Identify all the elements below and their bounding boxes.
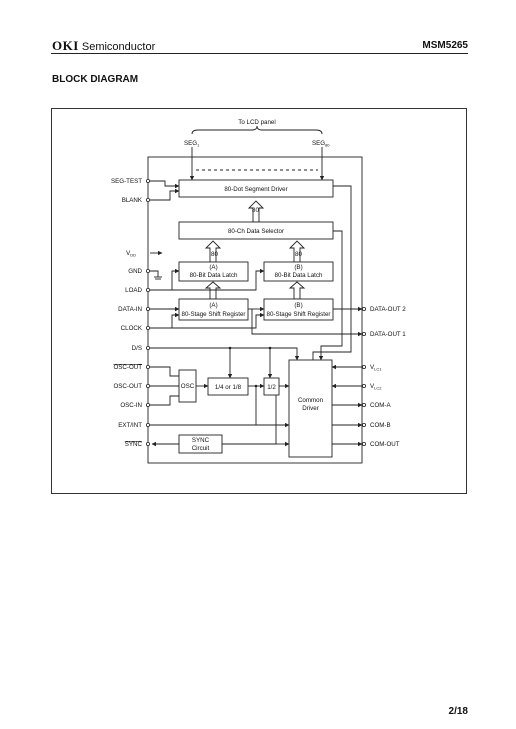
pin-clock: CLOCK [121, 325, 143, 332]
seg-first-label: SEG1 [184, 140, 200, 148]
pin-load: LOAD [125, 287, 142, 294]
osc-label: OSC [181, 383, 195, 390]
sync-circuit-line2: Circuit [192, 445, 210, 452]
common-driver-line2: Driver [302, 405, 319, 412]
page-number: 2/18 [448, 706, 468, 717]
pin-data-out-1: DATA-OUT 1 [370, 331, 406, 338]
pin-data-out-2: DATA-OUT 2 [370, 306, 406, 313]
section-title: BLOCK DIAGRAM [52, 74, 139, 85]
pin-vdd: VDD [126, 250, 136, 258]
seg-last-label: SEG80 [312, 140, 330, 148]
right-pin-labels: DATA-OUT 2 DATA-OUT 1 VLC1 VLC2 COM-A CO… [370, 306, 406, 448]
pin-seg-test: SEG-TEST [111, 178, 142, 185]
pin-gnd: GND [128, 268, 142, 275]
pin-com-b: COM-B [370, 422, 391, 429]
data-selector-block [178, 221, 334, 240]
half-divider-label: 1/2 [267, 384, 276, 391]
shift-b-line1: (B) [294, 302, 302, 309]
pin-vlc1: VLC1 [370, 364, 382, 372]
brand-suffix: Semiconductor [81, 41, 156, 53]
bus-arrow-shift-b [288, 281, 306, 300]
header-brand: OKI Semiconductor [52, 38, 155, 54]
header-divider [51, 53, 468, 54]
pin-vlc2: VLC2 [370, 383, 382, 391]
right-pin-terminals [361, 306, 366, 446]
latch-b-line1: (B) [294, 264, 302, 271]
segment-driver-block [178, 179, 334, 198]
bus-80-b-label: 80 [295, 251, 302, 258]
common-driver-line1: Common [298, 397, 324, 404]
pin-osc-out-bar: OSC-OUT [113, 364, 142, 371]
pin-com-out: COM-OUT [370, 441, 400, 448]
pin-ds: D/S [132, 345, 142, 352]
bus-arrow-top [247, 200, 265, 223]
pin-osc-out: OSC-OUT [113, 383, 142, 390]
latch-a-line1: (A) [209, 264, 217, 271]
bus-80-top-label: 80 [252, 207, 259, 214]
wiring [150, 180, 363, 447]
sync-circuit-line1: SYNC [192, 437, 210, 444]
pin-data-in: DATA-IN [118, 306, 142, 313]
left-pin-terminals [145, 178, 150, 446]
pin-sync: SYNC [125, 441, 143, 448]
latch-b-line2: 80-Bit Data Latch [275, 272, 323, 279]
bus-arrow-a [204, 240, 222, 263]
left-pin-labels: SEG-TEST BLANK VDD GND LOAD DATA-IN CLOC… [111, 178, 143, 448]
data-selector-label: 80-Ch Data Selector [228, 228, 284, 235]
divider-label: 1/4 or 1/8 [215, 384, 242, 391]
shift-a-line2: 80-Stage Shift Register [182, 311, 246, 318]
common-driver-block [288, 359, 333, 458]
panel-brace [191, 125, 323, 135]
shift-a-line1: (A) [209, 302, 217, 309]
latch-a-line2: 80-Bit Data Latch [190, 272, 238, 279]
bus-80-a-label: 80 [211, 251, 218, 258]
pin-blank: BLANK [122, 197, 143, 204]
segment-driver-label: 80-Dot Segment Driver [224, 186, 287, 193]
bus-arrow-shift-a [204, 281, 222, 300]
lcd-panel-label: To LCD panel [238, 119, 276, 126]
pin-com-a: COM-A [370, 402, 391, 409]
brand-logo: OKI [52, 38, 79, 53]
shift-b-line2: 80-Stage Shift Register [267, 311, 331, 318]
pin-ext-int: EXT/INT [118, 422, 142, 429]
pin-osc-in: OSC-IN [120, 402, 142, 409]
bus-arrow-b [288, 240, 306, 263]
part-number: MSM5265 [422, 40, 468, 51]
diagram-frame [51, 108, 467, 494]
